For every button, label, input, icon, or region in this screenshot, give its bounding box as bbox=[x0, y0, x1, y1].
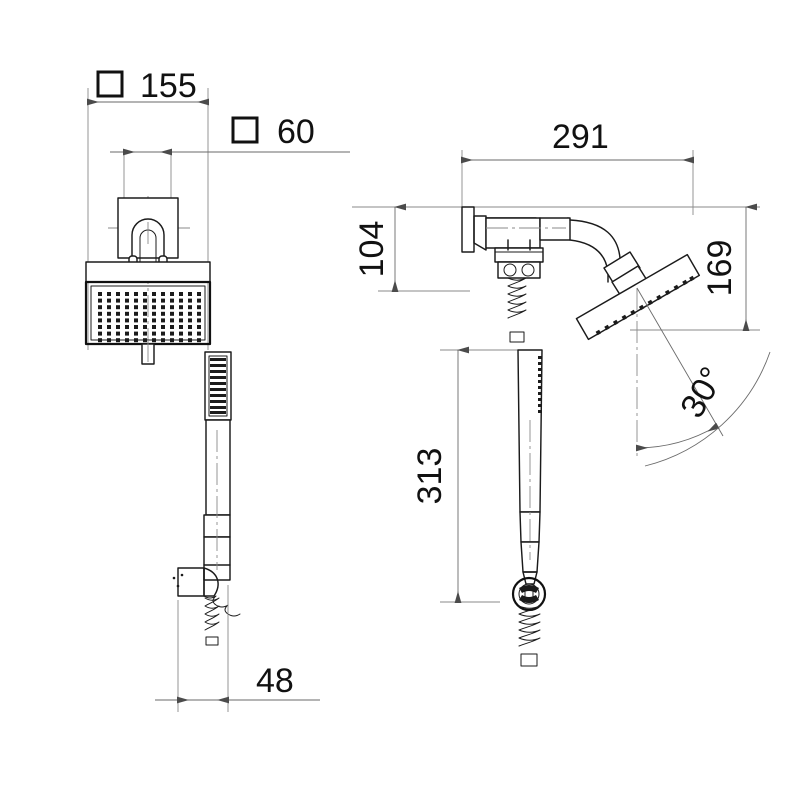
shower-hose-front bbox=[203, 595, 241, 646]
dimension-value-48: 48 bbox=[256, 662, 294, 700]
dimension-holder-offset: 48 bbox=[155, 585, 320, 712]
dimension-value-169: 169 bbox=[701, 240, 739, 297]
hand-shower-wand-side bbox=[517, 349, 543, 585]
square-symbol-icon bbox=[96, 70, 124, 98]
nozzle-grid bbox=[98, 292, 201, 343]
rain-shower-head-side bbox=[575, 253, 701, 341]
angle-arc bbox=[635, 422, 720, 452]
dimension-value-60: 60 bbox=[277, 113, 315, 151]
front-view-extension-lines bbox=[87, 88, 209, 350]
dimension-value-104: 104 bbox=[353, 221, 391, 278]
wall-flange-side bbox=[461, 206, 475, 253]
angle-arc-outer bbox=[644, 351, 771, 467]
wall-holder-front bbox=[172, 567, 219, 597]
angle-inclined-reference bbox=[636, 287, 724, 437]
dimension-value-291: 291 bbox=[552, 118, 609, 156]
front-view: 155 60 bbox=[84, 67, 350, 712]
dimension-arm-square: 60 bbox=[110, 113, 350, 156]
dimension-hand-shower-length: 313 bbox=[411, 346, 520, 603]
nozzle-row-side bbox=[595, 275, 695, 336]
dimension-value-30-degrees: 30° bbox=[673, 361, 732, 425]
hand-shower-wand-front bbox=[203, 351, 232, 581]
dimension-head-width: 155 bbox=[87, 67, 209, 106]
dimension-head-drop: 169 bbox=[630, 203, 760, 331]
side-view: 291 104 169 bbox=[352, 118, 771, 667]
outlet-elbow-side bbox=[511, 576, 547, 612]
shower-hose-side-lower bbox=[518, 605, 541, 667]
shower-hose-side-upper bbox=[507, 277, 527, 343]
square-symbol-icon bbox=[231, 116, 259, 144]
dimension-value-313: 313 bbox=[411, 448, 449, 505]
wand-slot-pattern-side bbox=[538, 356, 542, 413]
dimension-projection: 291 bbox=[461, 118, 694, 215]
rain-shower-head bbox=[84, 261, 212, 365]
dimension-head-angle: 30° bbox=[635, 287, 771, 467]
wand-slot-pattern bbox=[210, 358, 226, 414]
dimension-arm-drop: 104 bbox=[353, 203, 470, 292]
dimension-value-155: 155 bbox=[140, 67, 197, 105]
shower-arm-side bbox=[473, 215, 621, 283]
